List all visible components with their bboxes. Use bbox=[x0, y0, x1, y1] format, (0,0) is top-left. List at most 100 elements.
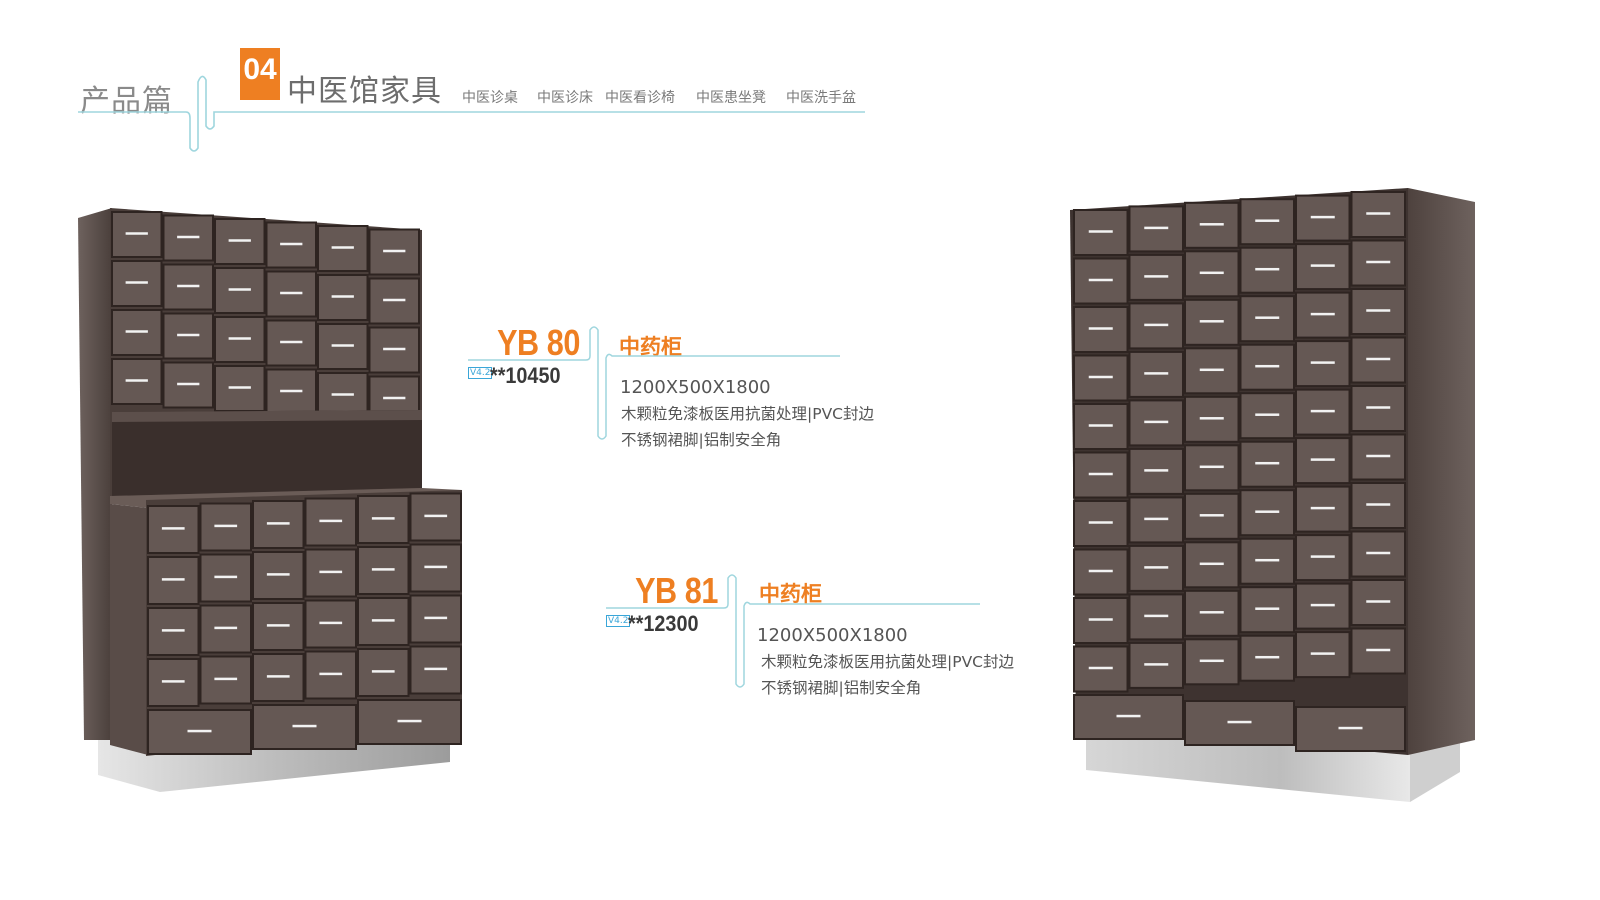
drawer bbox=[1184, 298, 1240, 346]
drawer-handle bbox=[177, 382, 200, 386]
drawer-handle bbox=[1255, 219, 1280, 222]
drawer-handle bbox=[1366, 503, 1391, 506]
drawer-handle bbox=[1088, 424, 1113, 427]
drawer-handle bbox=[1088, 327, 1113, 330]
cabinet-yb81-image bbox=[1070, 188, 1475, 802]
drawer-handle bbox=[266, 675, 290, 678]
dimensions-yb80: 1200X500X1800 bbox=[620, 377, 771, 398]
drawer-handle bbox=[383, 298, 406, 302]
drawer-handle bbox=[1310, 264, 1335, 267]
cabinet-yb80-image bbox=[78, 208, 462, 792]
drawer-handle bbox=[125, 232, 148, 235]
drawer-handle bbox=[280, 340, 303, 344]
drawer bbox=[265, 221, 317, 269]
drawer-handle bbox=[1088, 618, 1113, 621]
drawer-handle bbox=[1310, 555, 1335, 558]
drawer-handle bbox=[1144, 372, 1169, 375]
drawer-handle bbox=[177, 235, 200, 239]
drawer bbox=[304, 497, 357, 547]
drawer-handle bbox=[1338, 726, 1363, 730]
dimensions-yb81: 1200X500X1800 bbox=[757, 625, 908, 646]
drawer-handle bbox=[1144, 323, 1169, 327]
drawer-handle bbox=[1144, 226, 1169, 230]
drawer-handle bbox=[1366, 454, 1391, 458]
price-yb81: **12300 bbox=[628, 611, 699, 636]
drawer-handle bbox=[371, 670, 395, 673]
drawer bbox=[1295, 534, 1351, 582]
drawer-handle bbox=[1255, 558, 1280, 562]
drawer-handle bbox=[1199, 320, 1224, 323]
drawer-handle bbox=[1310, 361, 1335, 364]
drawer bbox=[1295, 437, 1351, 485]
drawer-handle bbox=[1199, 465, 1224, 469]
drawer-handle bbox=[1310, 458, 1335, 461]
drawer-handle bbox=[1088, 375, 1113, 379]
drawer-handle bbox=[1199, 562, 1224, 566]
section-number-badge: 04 bbox=[240, 48, 280, 100]
drawer bbox=[304, 650, 357, 700]
nav-item-treatment-bed[interactable]: 中医诊床 bbox=[537, 90, 593, 106]
drawer-handle bbox=[319, 519, 343, 523]
drawer-handle bbox=[319, 621, 343, 625]
product-code-yb80: YB 80 bbox=[497, 322, 580, 363]
drawer-handle bbox=[1255, 267, 1280, 271]
drawer-handle bbox=[383, 249, 406, 253]
drawer-handle bbox=[1366, 600, 1391, 603]
drawer-handle bbox=[1088, 569, 1113, 573]
product-code-yb81: YB 81 bbox=[635, 570, 718, 611]
drawer-handle bbox=[424, 616, 448, 620]
drawer-handle bbox=[1144, 517, 1169, 521]
drawer-handle bbox=[1366, 406, 1391, 409]
nav-item-patient-stool[interactable]: 中医患坐凳 bbox=[696, 90, 766, 106]
drawer-handle bbox=[214, 677, 238, 681]
drawer-handle bbox=[1088, 472, 1113, 476]
drawer-handle bbox=[1310, 603, 1335, 607]
nav-item-wash-basin[interactable]: 中医洗手盆 bbox=[786, 90, 856, 106]
drawer bbox=[1128, 544, 1184, 592]
drawer-handle bbox=[1199, 368, 1224, 372]
drawer-handle bbox=[1144, 275, 1169, 278]
drawer-handle bbox=[1255, 607, 1280, 610]
drawer-handle bbox=[266, 522, 290, 525]
drawer-handle bbox=[228, 239, 251, 242]
drawer-handle bbox=[331, 344, 354, 347]
drawer-handle bbox=[214, 626, 238, 630]
drawer-handle bbox=[1366, 212, 1391, 215]
drawer bbox=[317, 274, 369, 321]
drawer-handle bbox=[280, 291, 303, 295]
drawer-handle bbox=[161, 629, 185, 632]
version-tag-yb80: V4.2 bbox=[468, 367, 493, 379]
drawer-handle bbox=[383, 396, 406, 400]
drawer bbox=[1184, 541, 1240, 589]
drawer-handle bbox=[1255, 316, 1280, 319]
drawer-handle bbox=[228, 337, 251, 340]
nav-item-consult-desk[interactable]: 中医诊桌 bbox=[462, 90, 518, 106]
drawer-handle bbox=[1144, 566, 1169, 569]
drawer-handle bbox=[177, 333, 200, 337]
drawer-handle bbox=[1088, 666, 1113, 670]
drawer-handle bbox=[280, 242, 303, 246]
section-title: 中医馆家具 bbox=[287, 74, 442, 109]
nav-item-consult-chair[interactable]: 中医看诊椅 bbox=[605, 90, 675, 106]
drawer-handle bbox=[1199, 659, 1224, 663]
drawer-handle bbox=[1310, 409, 1335, 413]
drawer-handle bbox=[1144, 614, 1169, 618]
spec-base-yb81: 不锈钢裙脚|铝制安全角 bbox=[761, 679, 922, 697]
drawer-handle bbox=[1199, 514, 1224, 517]
drawer-handle bbox=[1227, 720, 1252, 724]
drawer-handle bbox=[1088, 278, 1113, 282]
drawer-handle bbox=[424, 514, 448, 518]
drawer-handle bbox=[1116, 714, 1141, 718]
drawer-handle bbox=[319, 570, 343, 574]
drawer-handle bbox=[331, 393, 354, 396]
drawer-handle bbox=[228, 288, 251, 291]
spec-material-yb80: 木颗粒免漆板医用抗菌处理|PVC封边 bbox=[621, 405, 874, 423]
category-yb81: 中药柜 bbox=[759, 582, 822, 606]
drawer-handle bbox=[161, 578, 185, 581]
header-decor-lines bbox=[78, 75, 865, 152]
drawer-handle bbox=[1088, 521, 1113, 524]
drawer bbox=[214, 365, 266, 412]
drawer-handle bbox=[161, 680, 185, 683]
drawer-handle bbox=[371, 619, 395, 622]
